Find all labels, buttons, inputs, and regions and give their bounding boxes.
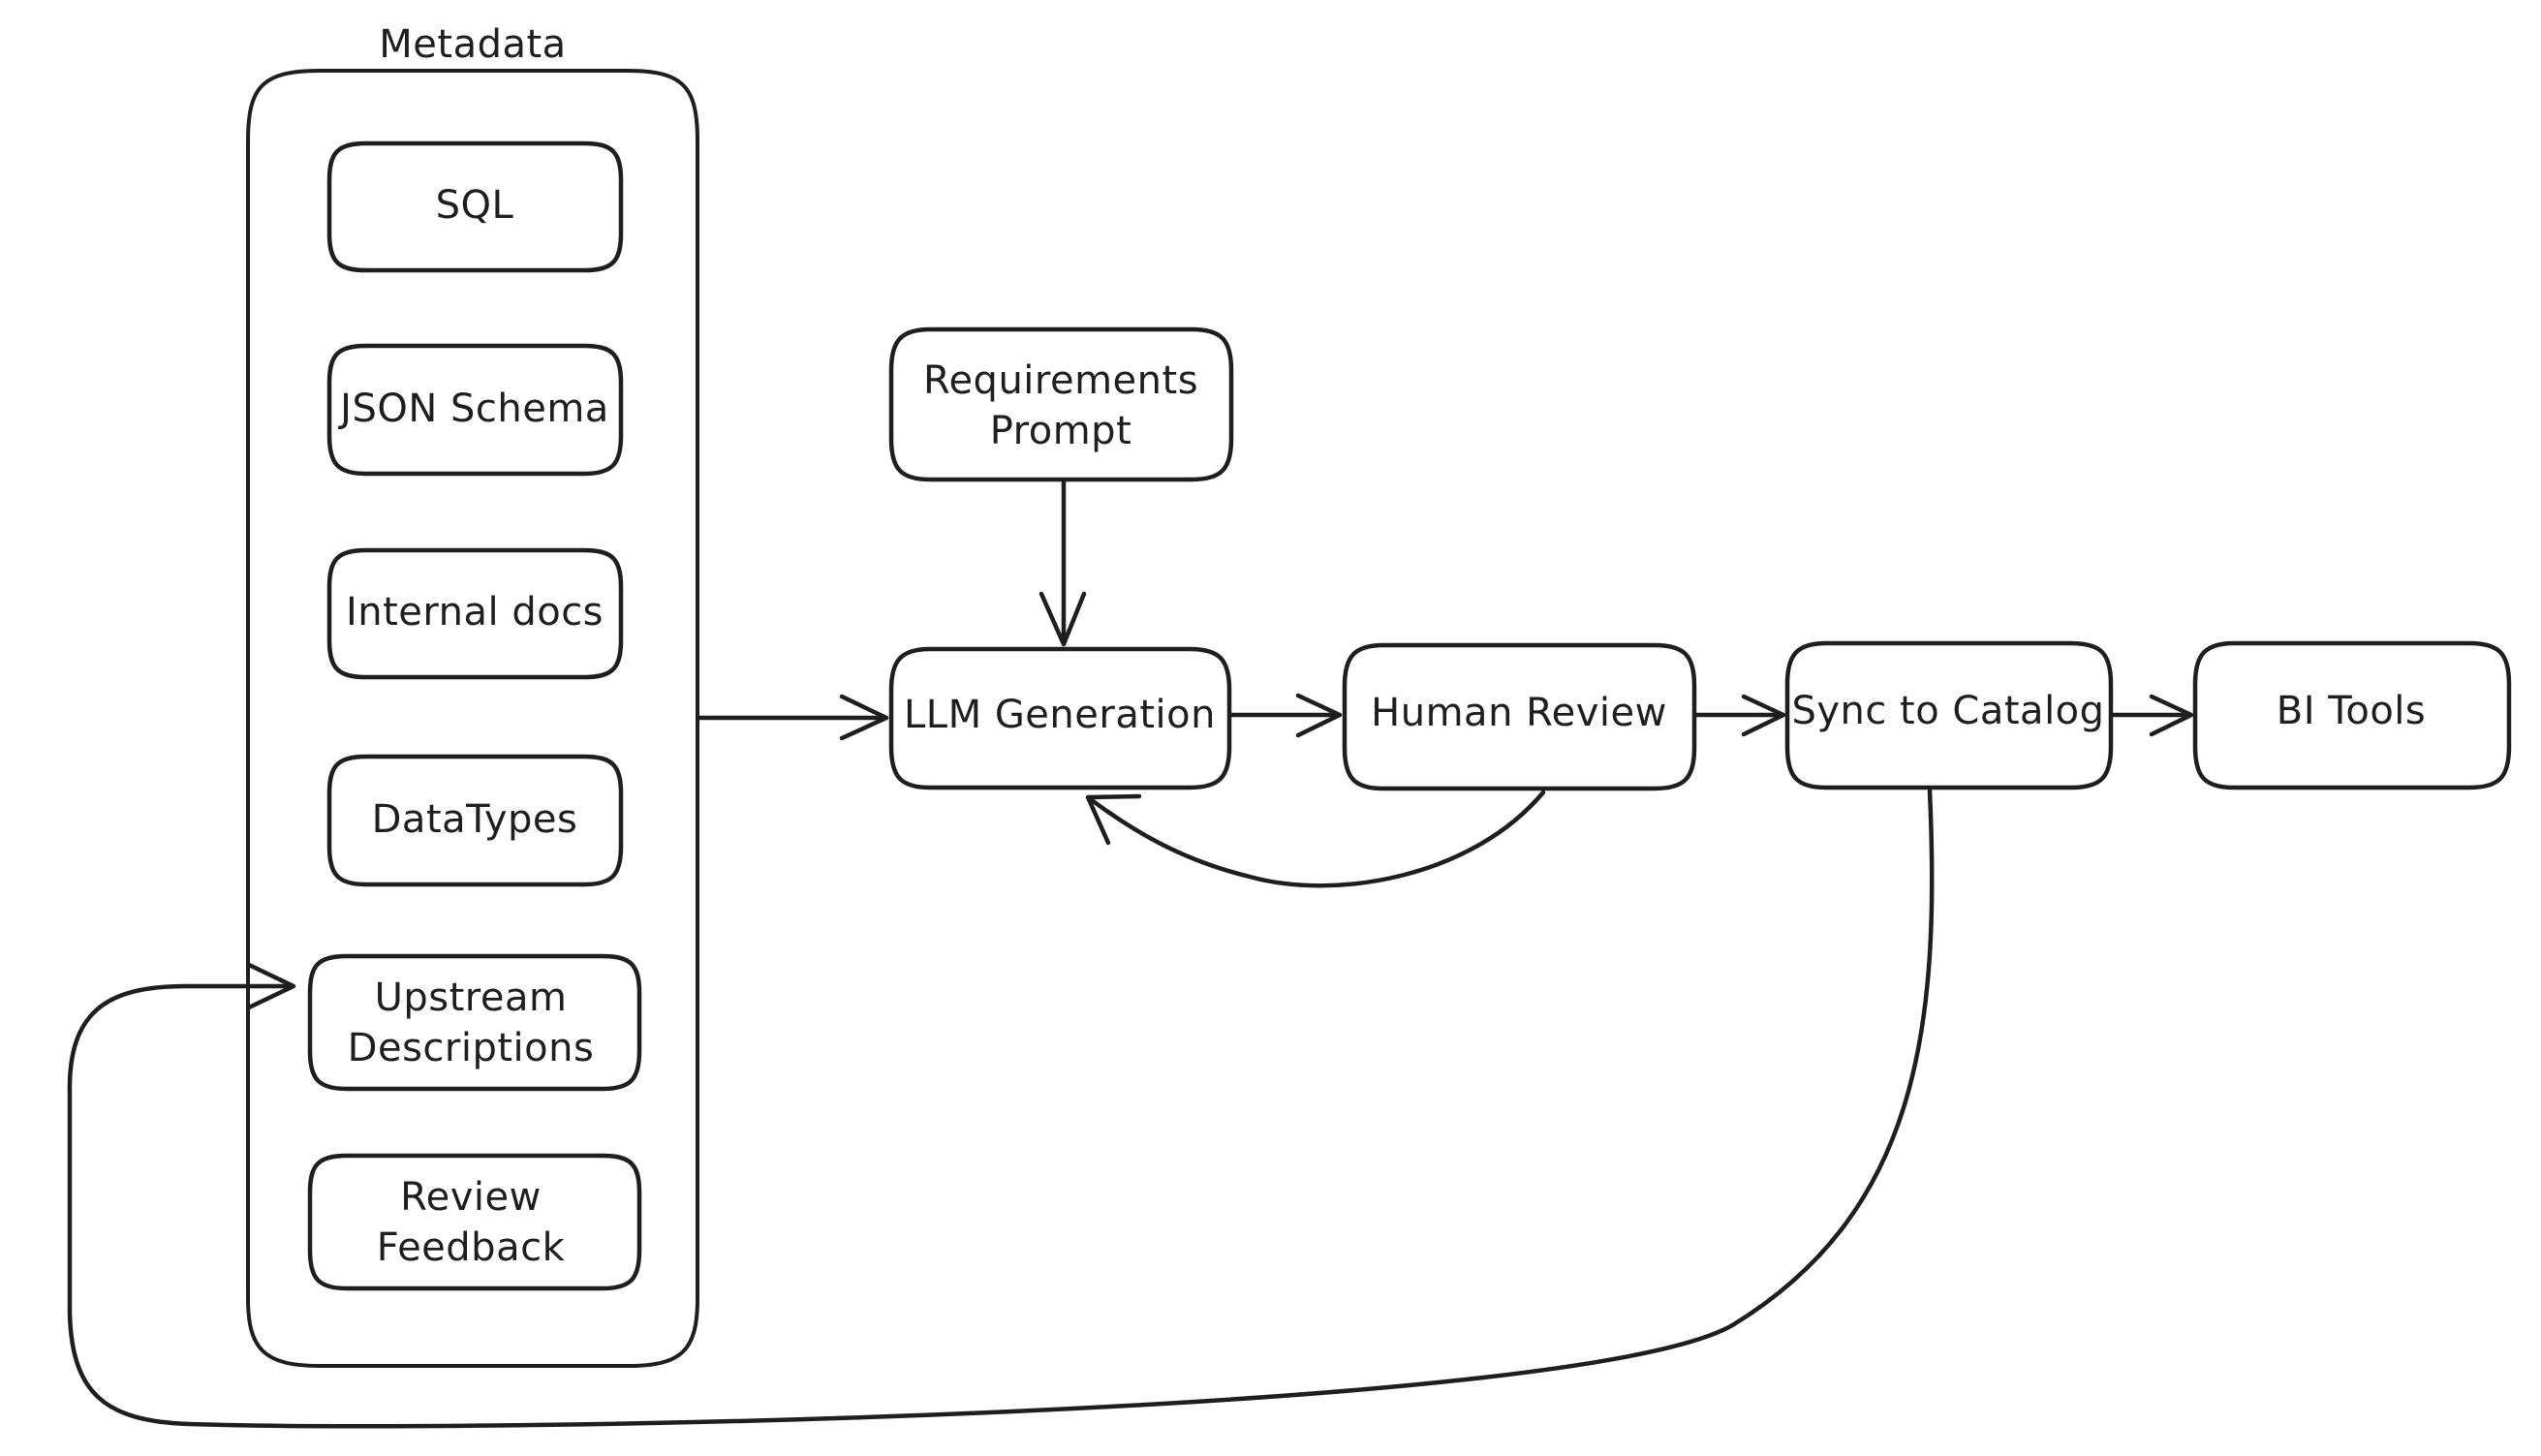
edge-prompt-to-llm-arrowhead bbox=[1038, 591, 1087, 647]
node-sync-to-catalog-box bbox=[1784, 640, 2114, 790]
node-review-feedback-box bbox=[307, 1153, 642, 1291]
node-datatypes-label: DataTypes bbox=[372, 797, 578, 842]
edge-review-to-llm-feedback bbox=[1085, 790, 1546, 888]
node-requirements-prompt[interactable] bbox=[888, 326, 1234, 482]
node-review-feedback-label-line2: Feedback bbox=[377, 1225, 566, 1270]
node-sync-to-catalog-label: Sync to Catalog bbox=[1791, 689, 2104, 733]
node-json-schema[interactable] bbox=[326, 343, 624, 477]
edge-review-to-llm-feedback-curve bbox=[1089, 790, 1546, 888]
node-upstream-descriptions-box bbox=[307, 953, 642, 1092]
node-human-review-label: Human Review bbox=[1371, 691, 1667, 735]
node-internal-docs-label: Internal docs bbox=[346, 590, 604, 635]
node-human-review[interactable] bbox=[1342, 642, 1697, 791]
node-json-schema-label: JSON Schema bbox=[337, 387, 609, 431]
edge-metadata-to-llm-arrowhead bbox=[839, 694, 889, 741]
node-human-review-box bbox=[1342, 642, 1697, 791]
edge-sync-to-bi bbox=[2111, 694, 2194, 737]
node-bi-tools-label: BI Tools bbox=[2277, 689, 2427, 733]
node-llm-generation-box bbox=[888, 646, 1232, 790]
node-sql[interactable] bbox=[326, 140, 624, 273]
node-llm-generation[interactable] bbox=[888, 646, 1232, 790]
edge-sync-to-upstream-loop-arrowhead bbox=[246, 962, 296, 1010]
node-bi-tools-box bbox=[2192, 640, 2512, 790]
node-datatypes-box bbox=[326, 754, 624, 887]
node-review-feedback[interactable] bbox=[307, 1153, 642, 1291]
node-json-schema-box bbox=[326, 343, 624, 477]
node-upstream-descriptions-label-line1: Upstream bbox=[375, 976, 568, 1020]
node-bi-tools[interactable] bbox=[2192, 640, 2512, 790]
node-llm-generation-label: LLM Generation bbox=[904, 693, 1216, 737]
node-requirements-prompt-box bbox=[888, 326, 1234, 482]
node-upstream-descriptions[interactable] bbox=[307, 953, 642, 1092]
node-sql-box bbox=[326, 140, 624, 273]
node-requirements-prompt-label-line1: Requirements bbox=[923, 358, 1198, 403]
node-sync-to-catalog[interactable] bbox=[1784, 640, 2114, 790]
node-sql-label: SQL bbox=[436, 183, 514, 228]
node-internal-docs-box bbox=[326, 547, 624, 680]
edge-sync-to-upstream-loop-curve bbox=[67, 788, 1935, 1429]
edge-llm-to-review bbox=[1229, 693, 1343, 738]
node-requirements-prompt-label-line2: Prompt bbox=[990, 409, 1132, 453]
node-internal-docs[interactable] bbox=[326, 547, 624, 680]
edge-sync-to-upstream-loop bbox=[67, 788, 1935, 1429]
node-review-feedback-label-line1: Review bbox=[400, 1175, 542, 1220]
node-upstream-descriptions-label-line2: Descriptions bbox=[348, 1026, 595, 1070]
edge-review-to-llm-feedback-arrowhead bbox=[1085, 793, 1142, 846]
edge-sync-to-bi-arrowhead bbox=[2149, 694, 2194, 737]
node-datatypes[interactable] bbox=[326, 754, 624, 887]
edge-prompt-to-llm bbox=[1038, 479, 1087, 647]
edge-review-to-sync bbox=[1694, 694, 1786, 737]
edge-llm-to-review-arrowhead bbox=[1295, 693, 1343, 738]
edge-review-to-sync-arrowhead bbox=[1741, 694, 1786, 737]
edge-metadata-to-llm bbox=[697, 694, 889, 741]
metadata-group-title: Metadata bbox=[379, 22, 566, 67]
